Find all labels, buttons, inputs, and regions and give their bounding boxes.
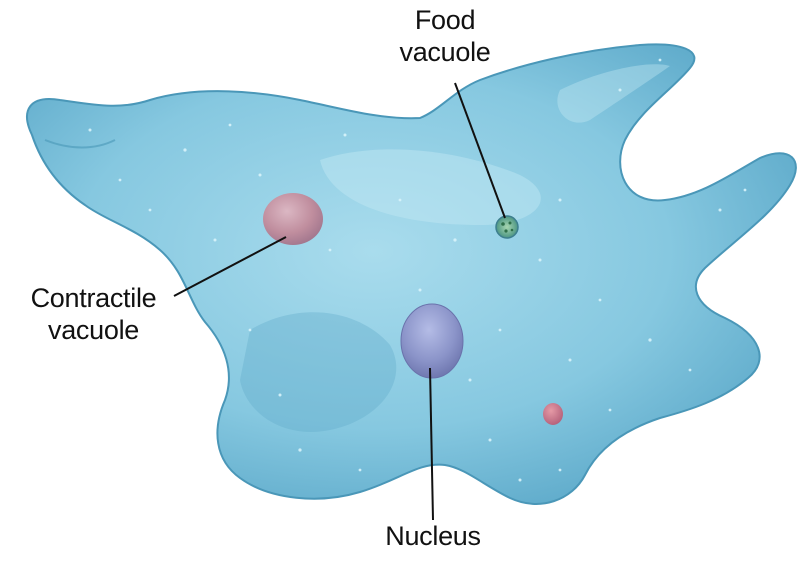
food-vacuole-label-line-1: Food bbox=[380, 4, 510, 36]
contractile-vacuole bbox=[263, 193, 323, 245]
contractile-vacuole-label-line-2: vacuole bbox=[6, 314, 181, 346]
contractile-vacuole-label: Contractile vacuole bbox=[6, 282, 181, 346]
food-vacuole bbox=[496, 216, 518, 238]
small-vacuole bbox=[543, 403, 563, 425]
nucleus-label: Nucleus bbox=[368, 520, 498, 552]
nucleus-label-text: Nucleus bbox=[368, 520, 498, 552]
nucleus bbox=[401, 304, 463, 378]
amoeba-cell-body bbox=[27, 44, 796, 504]
food-vacuole-label: Food vacuole bbox=[380, 4, 510, 68]
food-vacuole-label-line-2: vacuole bbox=[380, 36, 510, 68]
contractile-vacuole-label-line-1: Contractile bbox=[6, 282, 181, 314]
